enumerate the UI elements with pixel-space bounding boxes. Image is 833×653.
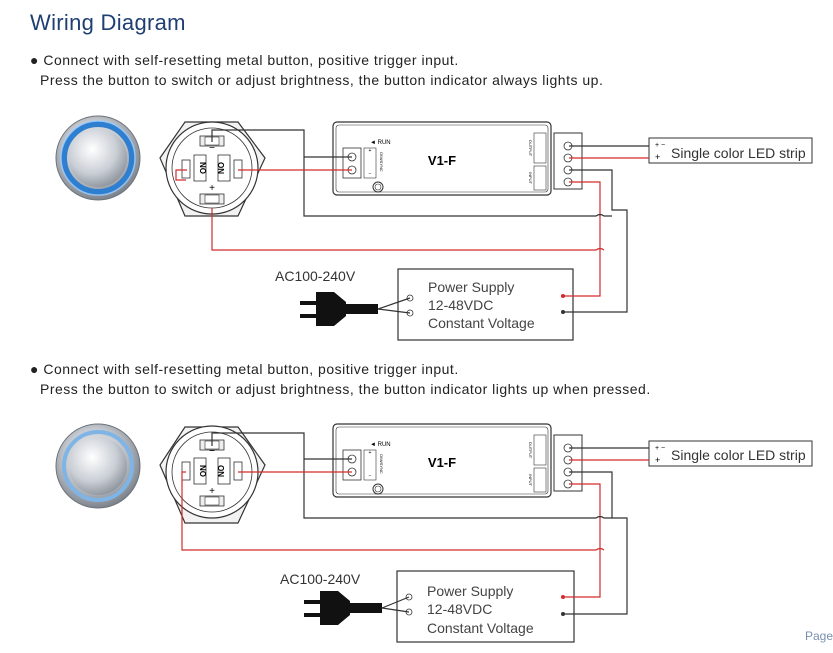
metal-button-icon	[55, 423, 141, 509]
power-supply-line-1: Power Supply	[427, 583, 513, 599]
plus-label: +	[209, 183, 215, 194]
minus-label: −	[209, 446, 215, 457]
section-2-line-1: ● Connect with self-resetting metal butt…	[30, 361, 459, 377]
section-1-line-1: ● Connect with self-resetting metal butt…	[30, 52, 459, 68]
plus-label: +	[209, 486, 215, 497]
section-1-text: ● Connect with self-resetting metal butt…	[30, 50, 603, 90]
section-2-text: ● Connect with self-resetting metal butt…	[30, 359, 651, 399]
wires-2	[181, 432, 649, 615]
controller-label: V1-F	[428, 455, 456, 470]
svg-text:+: +	[655, 455, 660, 465]
controller-v1f: + − DIM/SYNC ◄ RUN V1-F OUTPUT INPUT	[332, 121, 583, 196]
section-1-line-2: Press the button to switch or adjust bri…	[40, 72, 604, 88]
minus-label: −	[209, 143, 215, 154]
svg-text:−: −	[369, 473, 372, 479]
diagram-2: NO NO − + + − DIM/SYNC ◄ RUN V1-F OUTPUT…	[55, 423, 813, 643]
page-label: Page	[805, 629, 833, 643]
no-label: NO	[198, 162, 207, 174]
output-label: OUTPUT	[528, 140, 533, 157]
power-supply: Power Supply 12-48VDC Constant Voltage	[397, 268, 574, 341]
ac-label: AC100-240V	[280, 571, 361, 587]
controller-label: V1-F	[428, 153, 456, 168]
no-label: NO	[198, 465, 207, 477]
no-label: NO	[217, 465, 226, 477]
led-strip-label: Single color LED strip	[671, 447, 806, 463]
ac-plug-icon: AC100-240V	[280, 571, 382, 625]
power-supply-line-1: Power Supply	[428, 279, 514, 295]
run-label: ◄ RUN	[370, 140, 391, 146]
input-label: INPUT	[528, 172, 533, 185]
led-strip: + − + Single color LED strip	[648, 137, 813, 164]
svg-text:+: +	[369, 148, 372, 154]
ac-label: AC100-240V	[275, 268, 356, 284]
power-supply-line-3: Constant Voltage	[427, 620, 534, 636]
page-title: Wiring Diagram	[30, 10, 186, 35]
svg-text:−: −	[369, 171, 372, 177]
power-supply-line-2: 12-48VDC	[427, 601, 492, 617]
section-2-line-2: Press the button to switch or adjust bri…	[40, 381, 651, 397]
led-strip-label: Single color LED strip	[671, 145, 806, 161]
led-strip: + − + Single color LED strip	[648, 440, 813, 467]
input-label: INPUT	[528, 474, 533, 487]
svg-text:+ −: + −	[655, 445, 665, 452]
diagram-1: NO NO − + + − DIM/SYNC ◄ RUN V1-F OUTPUT…	[55, 115, 813, 341]
run-label: ◄ RUN	[370, 442, 391, 448]
controller-v1f: + − DIM/SYNC ◄ RUN V1-F OUTPUT INPUT	[332, 423, 583, 498]
svg-text:+: +	[369, 450, 372, 456]
dim-label: DIM/SYNC	[379, 454, 384, 474]
output-label: OUTPUT	[528, 442, 533, 459]
power-supply-line-3: Constant Voltage	[428, 315, 535, 331]
power-supply-line-2: 12-48VDC	[428, 297, 493, 313]
power-supply: Power Supply 12-48VDC Constant Voltage	[396, 570, 575, 643]
no-label: NO	[217, 162, 226, 174]
button-terminal-icon: NO NO − +	[159, 121, 266, 217]
dim-label: DIM/SYNC	[379, 152, 384, 172]
svg-text:+: +	[655, 152, 660, 162]
ac-plug-icon: AC100-240V	[275, 268, 378, 326]
metal-button-icon	[55, 115, 141, 201]
svg-text:+ −: + −	[655, 142, 665, 149]
button-terminal-icon: NO NO − +	[159, 425, 266, 524]
wires-1	[175, 129, 649, 314]
